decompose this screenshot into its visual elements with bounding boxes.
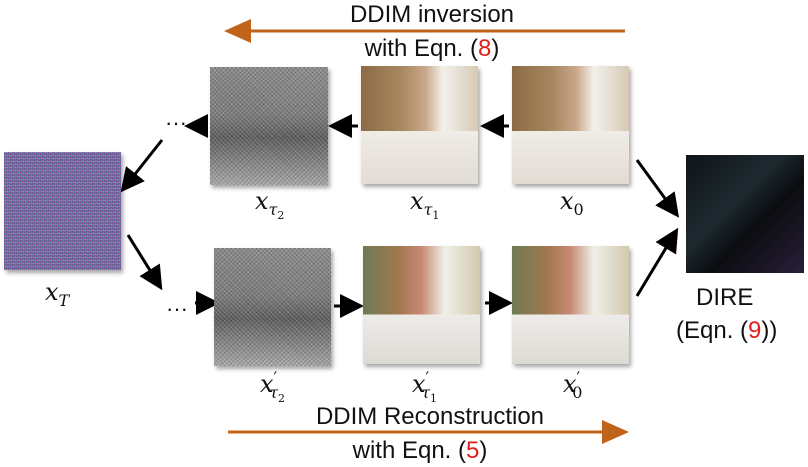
image-x0-prime <box>512 246 629 364</box>
ddim-inversion-title: DDIM inversion <box>349 1 515 28</box>
ellipsis-top: ··· <box>165 110 187 135</box>
dire-eqn-suffix: )) <box>761 317 778 344</box>
label-x0: x0 <box>560 187 584 219</box>
eqn-prefix: with Eqn. ( <box>364 35 479 62</box>
eqn-prefix: with Eqn. ( <box>352 437 467 464</box>
ddim-reconstruction-eqn: with Eqn. (5) <box>310 437 530 465</box>
dire-eqn: (Eqn. (9)) <box>676 317 777 345</box>
image-xtau2 <box>210 67 328 185</box>
image-xT <box>4 152 121 270</box>
label-xtau1: xτ1 <box>410 187 440 222</box>
eqn-ref-9: 9 <box>748 317 762 344</box>
label-xtau1-prime: x′τ1 <box>412 368 438 405</box>
arrow-x0-to-dire <box>635 159 680 218</box>
arrow-xT-to-ellipsis <box>126 234 163 291</box>
ddim-reconstruction-title: DDIM Reconstruction <box>315 403 545 430</box>
dire-label: DIRE <box>696 284 754 311</box>
arrow-x0p-to-dire <box>635 227 679 297</box>
label-xtau2: xτ2 <box>255 187 285 222</box>
image-dire <box>686 155 804 273</box>
dire-eqn-prefix: (Eqn. ( <box>676 317 749 344</box>
ddim-inversion-eqn: with Eqn. (8) <box>322 35 542 63</box>
label-xtau2-prime: x′τ2 <box>260 368 286 405</box>
ellipsis-bottom: ··· <box>166 296 188 321</box>
image-xtau1-prime <box>363 246 480 364</box>
eqn-ref-5: 5 <box>466 437 480 464</box>
image-xtau2-prime <box>214 248 331 366</box>
eqn-suffix: ) <box>491 35 500 62</box>
label-x0-prime: x′0 <box>563 368 583 402</box>
image-x0 <box>512 66 629 184</box>
label-xT: xT <box>45 278 70 310</box>
eqn-ref-8: 8 <box>478 35 492 62</box>
eqn-suffix: ) <box>479 437 488 464</box>
image-xtau1 <box>361 66 478 184</box>
arrow-ellipsis-to-xT <box>120 139 164 193</box>
